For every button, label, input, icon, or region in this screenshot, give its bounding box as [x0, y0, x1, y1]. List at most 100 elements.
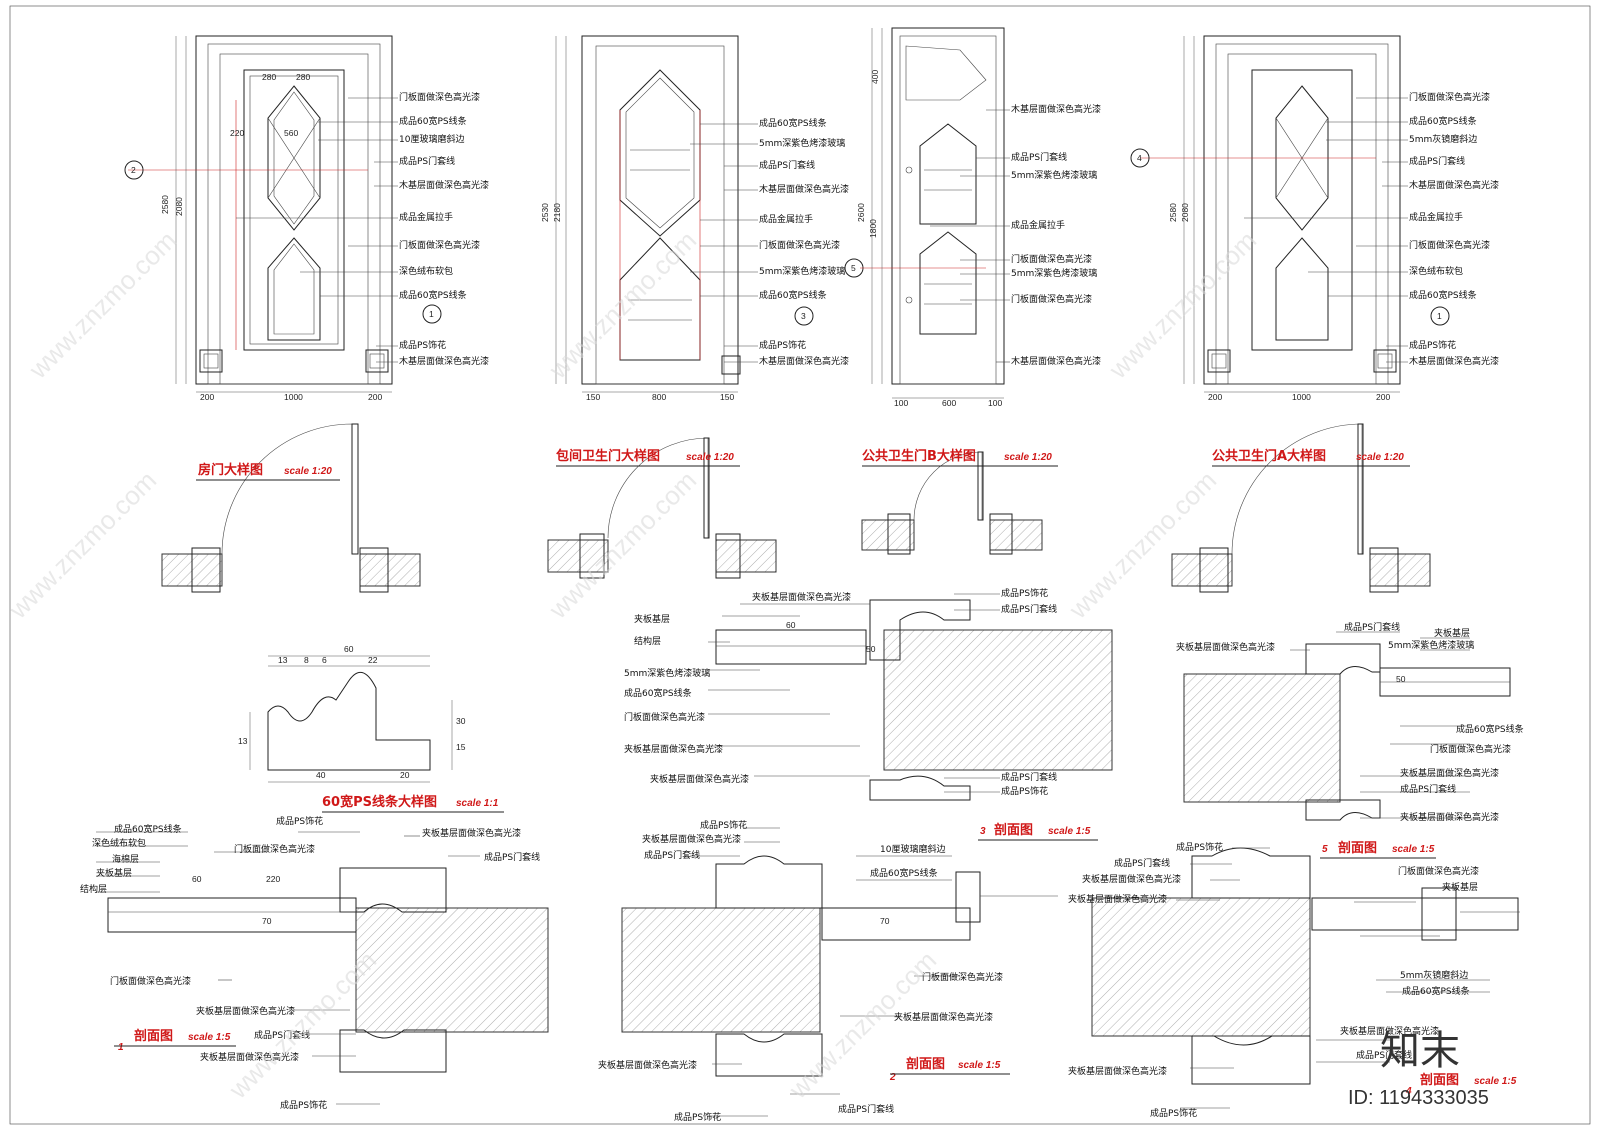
- brand-logo: 知末: [1380, 1028, 1460, 1074]
- d4-dim-2080: 2080: [1180, 203, 1190, 222]
- s1-label-structure: 结构层: [80, 883, 107, 895]
- prof-dim-30: 30: [456, 716, 466, 726]
- d4-label-door-board: 门板面做深色高光漆: [1409, 91, 1490, 103]
- d3-label-glass-purple-2: 5mm深紫色烤漆玻璃: [1011, 267, 1097, 279]
- prof-dim-22: 22: [368, 655, 378, 665]
- label-ps-frame: 成品PS门套线: [399, 155, 455, 167]
- watermark-1: www.znzmo.com: [22, 225, 182, 385]
- s2-label-ps-flower-2: 成品PS饰花: [674, 1111, 721, 1123]
- dim-1800: 1800: [868, 219, 878, 238]
- s3-label-ps-frame: 成品PS门套线: [1001, 603, 1057, 615]
- prof-dim-40: 40: [316, 770, 326, 780]
- dim-2080: 2080: [174, 197, 184, 216]
- s4-label-door-board: 门板面做深色高光漆: [1398, 865, 1479, 877]
- sec3-scale: scale 1:5: [1048, 826, 1091, 837]
- d3-label-door-board: 门板面做深色高光漆: [1011, 253, 1092, 265]
- s4-label-ps60: 成品60宽PS线条: [1402, 985, 1470, 997]
- sec4-num: 4: [1405, 1086, 1412, 1097]
- door-elevation-3: 5 100 600 100 2600 1800 400 木基层面做深色高光漆 成…: [844, 27, 1101, 555]
- door3-title: 公共卫生门B大样图: [862, 448, 976, 464]
- s3-label-plywood-paint-2: 夹板基层面做深色高光漆: [624, 743, 723, 755]
- d2-label-door-board: 门板面做深色高光漆: [759, 239, 840, 251]
- s3-label-ps60: 成品60宽PS线条: [624, 687, 692, 699]
- s1-label-ps-flower: 成品PS饰花: [276, 815, 323, 827]
- s3-dim-60: 60: [786, 620, 796, 630]
- callout-1b: 1: [1437, 311, 1442, 321]
- watermark-3: www.znzmo.com: [1102, 225, 1262, 385]
- d2-label-handle: 成品金属拉手: [759, 213, 813, 225]
- d2-label-wood-base-2: 木基层面做深色高光漆: [759, 355, 849, 367]
- profile-title: 60宽PS线条大样图: [322, 794, 437, 810]
- s4-label-ps-frame-2: 成品PS门套线: [1356, 1049, 1412, 1061]
- dim-600: 600: [942, 398, 956, 408]
- dim-150b: 150: [720, 392, 734, 402]
- d2-label-ps60-2: 成品60宽PS线条: [759, 289, 827, 301]
- sec4-title: 剖面图: [1420, 1072, 1459, 1088]
- callout-3: 3: [801, 311, 806, 321]
- s4-label-glass-grey: 5mm灰镜磨斜边: [1400, 969, 1468, 981]
- prof-dim-13b: 13: [238, 736, 248, 746]
- dim-2600: 2600: [856, 203, 866, 222]
- s1-dim-60: 60: [192, 874, 202, 884]
- s2-dim-70: 70: [880, 916, 890, 926]
- s2-label-door-board: 门板面做深色高光漆: [922, 971, 1003, 983]
- label-velvet: 深色绒布软包: [399, 265, 453, 277]
- d4-label-wood-base: 木基层面做深色高光漆: [1409, 179, 1499, 191]
- s1-label-plywood-paint: 夹板基层面做深色高光漆: [422, 827, 521, 839]
- label-ps-flower: 成品PS饰花: [399, 339, 446, 351]
- callout-2: 2: [131, 165, 136, 175]
- sec2-scale: scale 1:5: [958, 1060, 1001, 1071]
- door4-scale: scale 1:20: [1356, 452, 1404, 463]
- s3-label-door-board: 门板面做深色高光漆: [624, 711, 705, 723]
- s2-label-ps60: 成品60宽PS线条: [870, 867, 938, 879]
- d3-label-glass-purple: 5mm深紫色烤漆玻璃: [1011, 169, 1097, 181]
- dim-2180: 2180: [552, 203, 562, 222]
- d4-label-ps60: 成品60宽PS线条: [1409, 115, 1477, 127]
- s1-label-plywood-paint-2: 夹板基层面做深色高光漆: [196, 1005, 295, 1017]
- s2-label-ps-flower: 成品PS饰花: [700, 819, 747, 831]
- section-3: 夹板基层面做深色高光漆 夹板基层 结构层 5mm深紫色烤漆玻璃 成品60宽PS线…: [624, 587, 1113, 841]
- dim-2580: 2580: [160, 195, 170, 214]
- dim-560: 560: [284, 128, 298, 138]
- s1-dim-70: 70: [262, 916, 272, 926]
- d2-label-glass-purple: 5mm深紫色烤漆玻璃: [759, 137, 845, 149]
- d4-label-handle: 成品金属拉手: [1409, 211, 1463, 223]
- sec2-num: 2: [889, 1072, 896, 1083]
- d2-label-ps60: 成品60宽PS线条: [759, 117, 827, 129]
- s2-label-ps-frame: 成品PS门套线: [644, 849, 700, 861]
- dim-280b: 280: [296, 72, 310, 82]
- section-4: 成品PS饰花 成品PS门套线 夹板基层面做深色高光漆 夹板基层面做深色高光漆 门…: [1068, 841, 1520, 1119]
- dim-280: 280: [262, 72, 276, 82]
- label-ps60-2: 成品60宽PS线条: [399, 289, 467, 301]
- sec1-num: 1: [118, 1042, 124, 1053]
- s2-label-plywood-paint-3: 夹板基层面做深色高光漆: [598, 1059, 697, 1071]
- d4-label-ps60-2: 成品60宽PS线条: [1409, 289, 1477, 301]
- s5-label-plywood-paint-2: 夹板基层面做深色高光漆: [1400, 767, 1499, 779]
- d4-label-velvet: 深色绒布软包: [1409, 265, 1463, 277]
- label-wood-base: 木基层面做深色高光漆: [399, 179, 489, 191]
- prof-dim-20: 20: [400, 770, 410, 780]
- sec3-title: 剖面图: [994, 822, 1033, 838]
- sec5-scale: scale 1:5: [1392, 844, 1435, 855]
- d2-label-ps-flower: 成品PS饰花: [759, 339, 806, 351]
- s3-label-plywood-paint: 夹板基层面做深色高光漆: [752, 591, 851, 603]
- door-elevation-2: 3 150 800 150 2530 2180 成品60宽PS线条 5mm深紫色…: [540, 35, 849, 579]
- prof-dim-60: 60: [344, 644, 354, 654]
- watermark-2: www.znzmo.com: [542, 225, 702, 385]
- callout-5: 5: [851, 263, 856, 273]
- s4-label-ps-frame: 成品PS门套线: [1114, 857, 1170, 869]
- d2-label-wood-base: 木基层面做深色高光漆: [759, 183, 849, 195]
- s1-label-ps60: 成品60宽PS线条: [114, 823, 182, 835]
- s3-label-ps-frame-2: 成品PS门套线: [1001, 771, 1057, 783]
- s3-label-ps-flower: 成品PS饰花: [1001, 587, 1048, 599]
- door-elevation-1: 2 200 1000 200 2580 2080 280 280 220 560…: [124, 35, 489, 593]
- dim-800: 800: [652, 392, 666, 402]
- s1-label-velvet: 深色绒布软包: [92, 837, 146, 849]
- s5-label-plywood-paint-3: 夹板基层面做深色高光漆: [1400, 811, 1499, 823]
- s1-label-ps-frame: 成品PS门套线: [484, 851, 540, 863]
- sec5-num: 5: [1322, 844, 1328, 855]
- watermark-6: www.znzmo.com: [1062, 465, 1222, 625]
- callout-1: 1: [429, 309, 434, 319]
- s2-label-glass10: 10厘玻璃磨斜边: [880, 843, 945, 855]
